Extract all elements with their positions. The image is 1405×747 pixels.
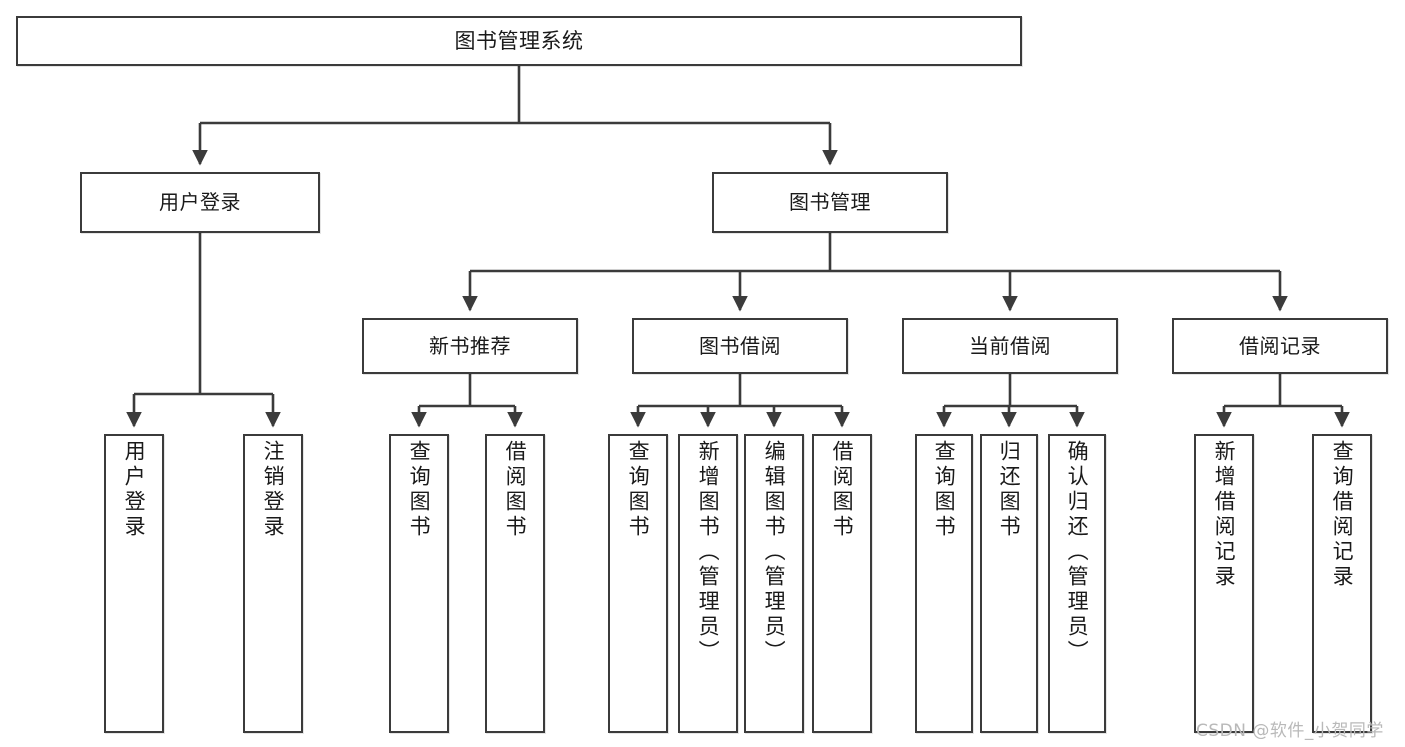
node-leaf-edit-book-label: 编辑图书（管理员） bbox=[762, 440, 787, 665]
node-leaf-add-book-label: 新增图书（管理员） bbox=[696, 440, 721, 665]
node-leaf-borrow-book-1-label: 借阅图书 bbox=[503, 440, 528, 540]
node-leaf-borrow-book-2[interactable]: 借阅图书 bbox=[812, 434, 872, 733]
node-current-borrow-label: 当前借阅 bbox=[969, 333, 1051, 358]
node-root-label: 图书管理系统 bbox=[454, 28, 584, 53]
node-new-book-recommend[interactable]: 新书推荐 bbox=[362, 318, 578, 374]
node-leaf-query-book-3-label: 查询图书 bbox=[932, 440, 957, 540]
node-user-login-label: 用户登录 bbox=[159, 190, 241, 214]
node-user-login[interactable]: 用户登录 bbox=[80, 172, 320, 233]
node-leaf-query-book-1-label: 查询图书 bbox=[407, 440, 432, 540]
node-leaf-borrow-book-1[interactable]: 借阅图书 bbox=[485, 434, 545, 733]
node-leaf-query-book-2[interactable]: 查询图书 bbox=[608, 434, 668, 733]
node-leaf-user-login[interactable]: 用户登录 bbox=[104, 434, 164, 733]
node-leaf-add-record[interactable]: 新增借阅记录 bbox=[1194, 434, 1254, 733]
node-root[interactable]: 图书管理系统 bbox=[16, 16, 1022, 66]
node-leaf-add-book[interactable]: 新增图书（管理员） bbox=[678, 434, 738, 733]
node-leaf-query-book-3[interactable]: 查询图书 bbox=[915, 434, 973, 733]
node-leaf-query-record[interactable]: 查询借阅记录 bbox=[1312, 434, 1372, 733]
node-leaf-user-login-label: 用户登录 bbox=[122, 440, 147, 540]
node-leaf-logout[interactable]: 注销登录 bbox=[243, 434, 303, 733]
node-leaf-confirm-return[interactable]: 确认归还（管理员） bbox=[1048, 434, 1106, 733]
node-leaf-query-record-label: 查询借阅记录 bbox=[1330, 440, 1355, 590]
node-book-borrow[interactable]: 图书借阅 bbox=[632, 318, 848, 374]
node-leaf-confirm-return-label: 确认归还（管理员） bbox=[1065, 440, 1090, 665]
node-borrow-record-label: 借阅记录 bbox=[1239, 333, 1321, 358]
node-current-borrow[interactable]: 当前借阅 bbox=[902, 318, 1118, 374]
node-book-manage[interactable]: 图书管理 bbox=[712, 172, 948, 233]
node-leaf-borrow-book-2-label: 借阅图书 bbox=[830, 440, 855, 540]
node-leaf-query-book-1[interactable]: 查询图书 bbox=[389, 434, 449, 733]
node-leaf-edit-book[interactable]: 编辑图书（管理员） bbox=[744, 434, 804, 733]
node-leaf-add-record-label: 新增借阅记录 bbox=[1212, 440, 1237, 590]
node-leaf-query-book-2-label: 查询图书 bbox=[626, 440, 651, 540]
node-leaf-return-book-label: 归还图书 bbox=[997, 440, 1022, 540]
node-leaf-logout-label: 注销登录 bbox=[261, 440, 286, 540]
node-book-manage-label: 图书管理 bbox=[789, 190, 871, 214]
node-new-book-recommend-label: 新书推荐 bbox=[429, 333, 511, 358]
node-leaf-return-book[interactable]: 归还图书 bbox=[980, 434, 1038, 733]
watermark: CSDN @软件_小贺同学 bbox=[1196, 721, 1384, 741]
node-borrow-record[interactable]: 借阅记录 bbox=[1172, 318, 1388, 374]
node-book-borrow-label: 图书借阅 bbox=[699, 333, 781, 358]
